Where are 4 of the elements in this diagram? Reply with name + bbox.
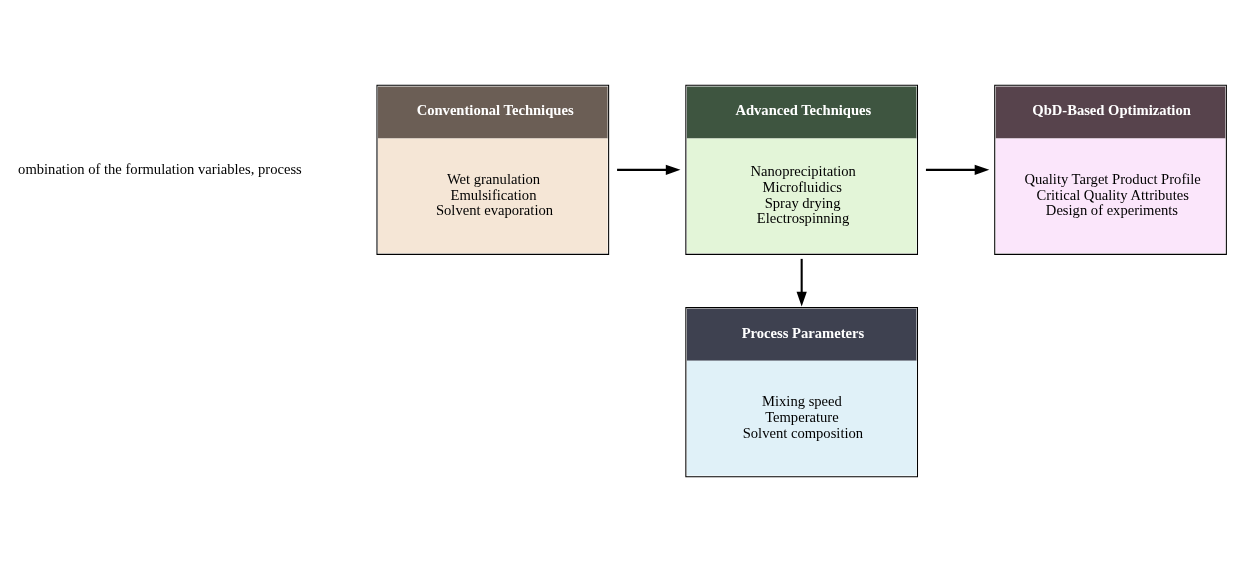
arrow	[617, 164, 681, 175]
arrow	[796, 258, 807, 306]
label: ombination of the formulation variables, process	[18, 160, 302, 177]
arrow	[925, 164, 990, 175]
